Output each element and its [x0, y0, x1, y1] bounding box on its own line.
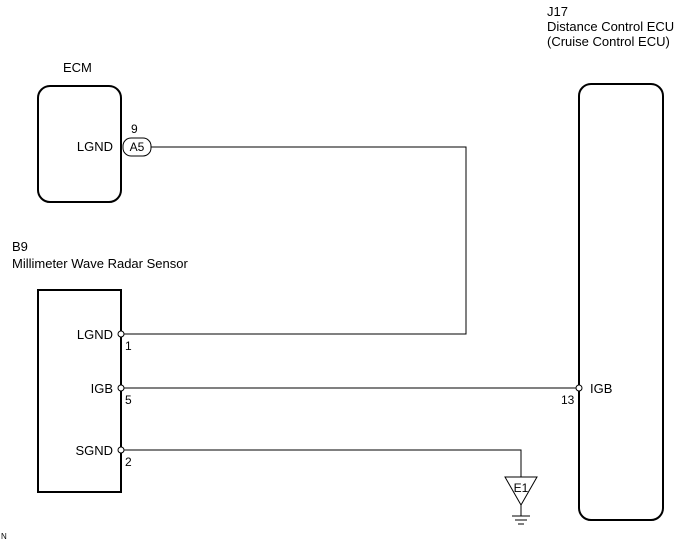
ecm-name: ECM [63, 60, 92, 75]
wire-sgnd [124, 449, 522, 477]
ecu-name: Distance Control ECU [547, 19, 674, 34]
sensor-pin-igb-label: IGB [91, 381, 113, 396]
sensor-pin-lgnd-label: LGND [77, 327, 113, 342]
terminal-sensor-lgnd [117, 330, 125, 338]
ecm-box [37, 85, 122, 203]
ground-symbol [512, 515, 530, 525]
ground-point-triangle [504, 476, 538, 507]
ecu-pin-igb-number: 13 [561, 393, 575, 407]
ecu-code: J17 [547, 4, 568, 19]
connector-a5-label: A5 [130, 140, 145, 154]
terminal-sensor-igb [117, 384, 125, 392]
corner-mark: N [1, 532, 7, 541]
sensor-code: B9 [12, 239, 28, 254]
sensor-name: Millimeter Wave Radar Sensor [12, 256, 188, 271]
sensor-pin-igb-number: 5 [125, 393, 132, 407]
ecu-pin-igb-label: IGB [590, 381, 612, 396]
ecu-box [578, 83, 664, 521]
sensor-pin-lgnd-number: 1 [125, 339, 132, 353]
ecm-pin-lgnd-label: LGND [77, 139, 113, 154]
ground-label: E1 [514, 481, 529, 495]
sensor-pin-sgnd-label: SGND [75, 443, 113, 458]
ecm-pin-number: 9 [131, 122, 138, 136]
ecu-alt-name: (Cruise Control ECU) [547, 34, 670, 49]
terminal-ecu-igb [575, 384, 583, 392]
wire-lgnd [124, 146, 467, 335]
sensor-pin-sgnd-number: 2 [125, 455, 132, 469]
terminal-sensor-sgnd [117, 446, 125, 454]
